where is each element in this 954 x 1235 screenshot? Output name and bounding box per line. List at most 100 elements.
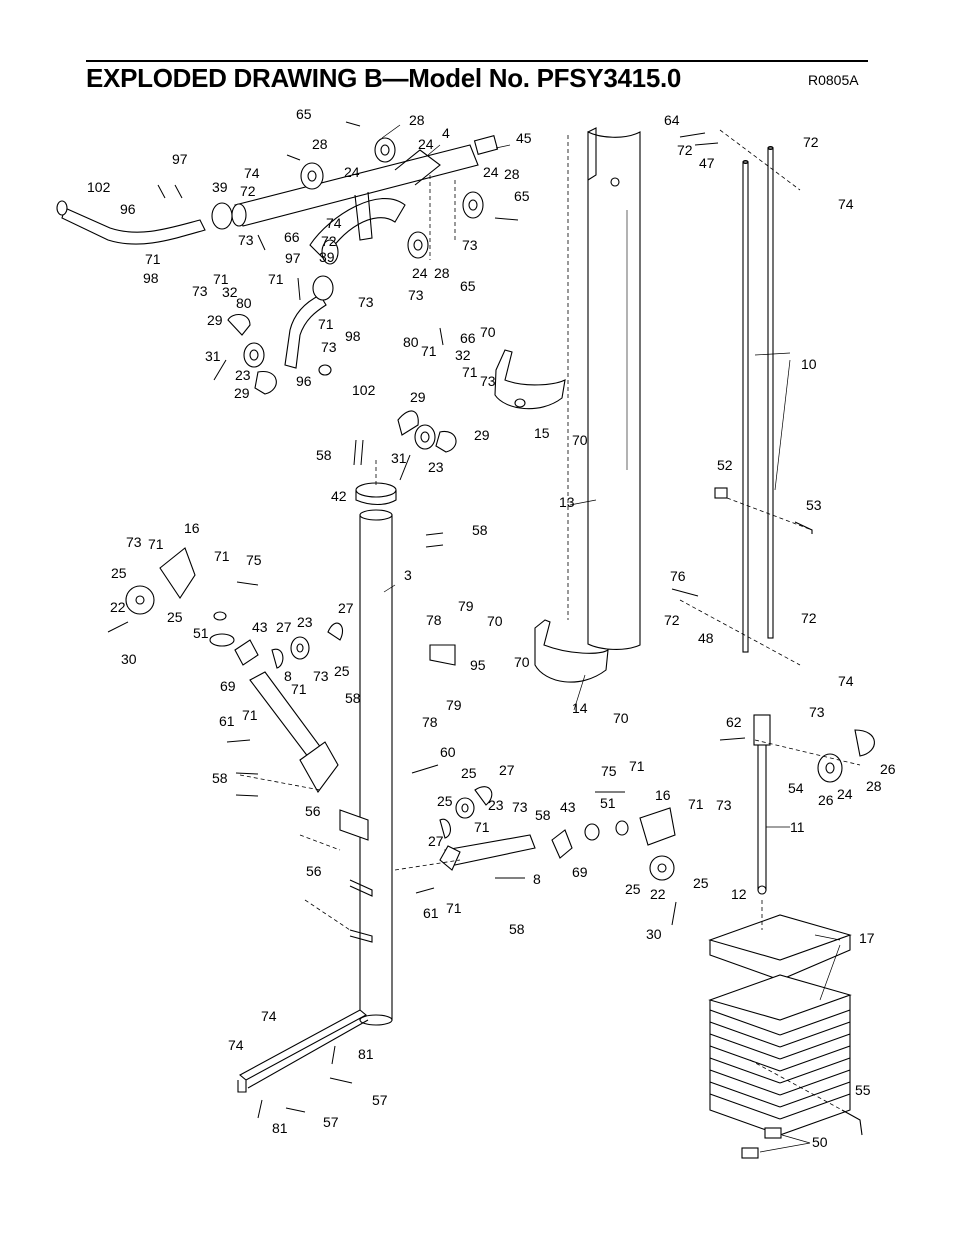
guide-rods-10 xyxy=(742,145,774,653)
callout-24: 24 xyxy=(837,786,853,802)
callout-71: 71 xyxy=(318,316,334,332)
callout-95: 95 xyxy=(470,657,486,673)
callout-72: 72 xyxy=(240,183,256,199)
callout-13: 13 xyxy=(559,494,575,510)
callout-80: 80 xyxy=(403,334,419,350)
callout-71: 71 xyxy=(213,271,229,287)
callout-52: 52 xyxy=(717,457,733,473)
callout-73: 73 xyxy=(238,232,254,248)
callout-8: 8 xyxy=(533,871,541,887)
callout-72: 72 xyxy=(801,610,817,626)
callout-74: 74 xyxy=(838,196,854,212)
callout-43: 43 xyxy=(252,619,268,635)
callout-73: 73 xyxy=(716,797,732,813)
callout-27: 27 xyxy=(276,619,292,635)
callout-73: 73 xyxy=(462,237,478,253)
callout-24: 24 xyxy=(344,164,360,180)
pulley-group-upper xyxy=(243,134,499,450)
callout-14: 14 xyxy=(572,700,588,716)
callout-71: 71 xyxy=(242,707,258,723)
callout-60: 60 xyxy=(440,744,456,760)
callout-72: 72 xyxy=(677,142,693,158)
callout-25: 25 xyxy=(461,765,477,781)
callout-70: 70 xyxy=(487,613,503,629)
callout-58: 58 xyxy=(345,690,361,706)
callout-24: 24 xyxy=(418,136,434,152)
callout-69: 69 xyxy=(220,678,236,694)
callout-45: 45 xyxy=(516,130,532,146)
callout-30: 30 xyxy=(121,651,137,667)
callout-28: 28 xyxy=(312,136,328,152)
right-arm-handle xyxy=(284,275,334,376)
callout-98: 98 xyxy=(345,328,361,344)
callout-71: 71 xyxy=(291,681,307,697)
callout-66: 66 xyxy=(284,229,300,245)
callout-25: 25 xyxy=(111,565,127,581)
callout-102: 102 xyxy=(352,382,376,398)
clip-52 xyxy=(714,487,728,499)
callout-25: 25 xyxy=(167,609,183,625)
shroud-13 xyxy=(587,127,641,650)
header-rule xyxy=(86,60,868,62)
callout-22: 22 xyxy=(650,886,666,902)
callout-23: 23 xyxy=(297,614,313,630)
callout-30: 30 xyxy=(646,926,662,942)
callout-29: 29 xyxy=(410,389,426,405)
weight-plates xyxy=(708,974,852,1136)
callout-43: 43 xyxy=(560,799,576,815)
callout-23: 23 xyxy=(488,797,504,813)
callout-51: 51 xyxy=(193,625,209,641)
callout-28: 28 xyxy=(504,166,520,182)
callout-75: 75 xyxy=(601,763,617,779)
callout-39: 39 xyxy=(212,179,228,195)
callout-79: 79 xyxy=(446,697,462,713)
callout-57: 57 xyxy=(372,1092,388,1108)
callout-72: 72 xyxy=(664,612,680,628)
callout-80: 80 xyxy=(236,295,252,311)
callout-29: 29 xyxy=(207,312,223,328)
callout-24: 24 xyxy=(412,265,428,281)
callout-4: 4 xyxy=(442,125,450,141)
callout-70: 70 xyxy=(613,710,629,726)
callout-75: 75 xyxy=(246,552,262,568)
callout-51: 51 xyxy=(600,795,616,811)
drawing-code: R0805A xyxy=(808,72,859,88)
callout-58: 58 xyxy=(472,522,488,538)
callout-73: 73 xyxy=(126,534,142,550)
callout-58: 58 xyxy=(509,921,525,937)
main-upright-3 xyxy=(339,482,397,1026)
callout-73: 73 xyxy=(408,287,424,303)
selector-stem-11 xyxy=(753,714,875,895)
callout-72: 72 xyxy=(803,134,819,150)
bracket-15 xyxy=(494,349,566,410)
callout-15: 15 xyxy=(534,425,550,441)
callout-29: 29 xyxy=(474,427,490,443)
callout-74: 74 xyxy=(326,215,342,231)
callout-71: 71 xyxy=(462,364,478,380)
callout-74: 74 xyxy=(244,165,260,181)
callout-65: 65 xyxy=(460,278,476,294)
callout-71: 71 xyxy=(474,819,490,835)
pulley-covers xyxy=(227,314,457,453)
callout-73: 73 xyxy=(358,294,374,310)
callout-50: 50 xyxy=(812,1134,828,1150)
callout-97: 97 xyxy=(285,250,301,266)
callout-48: 48 xyxy=(698,630,714,646)
callout-71: 71 xyxy=(688,796,704,812)
callout-3: 3 xyxy=(404,567,412,583)
callout-74: 74 xyxy=(261,1008,277,1024)
callout-61: 61 xyxy=(423,905,439,921)
callout-27: 27 xyxy=(428,833,444,849)
page-title: EXPLODED DRAWING B—Model No. PFSY3415.0 xyxy=(86,63,682,93)
callout-81: 81 xyxy=(272,1120,288,1136)
callout-11: 11 xyxy=(790,819,805,835)
assembly-lines xyxy=(239,129,861,1111)
callout-78: 78 xyxy=(422,714,438,730)
callout-17: 17 xyxy=(859,930,875,946)
callout-70: 70 xyxy=(480,324,496,340)
callout-28: 28 xyxy=(434,265,450,281)
callout-73: 73 xyxy=(192,283,208,299)
upper-frame-tube xyxy=(231,144,479,265)
callout-71: 71 xyxy=(629,758,645,774)
